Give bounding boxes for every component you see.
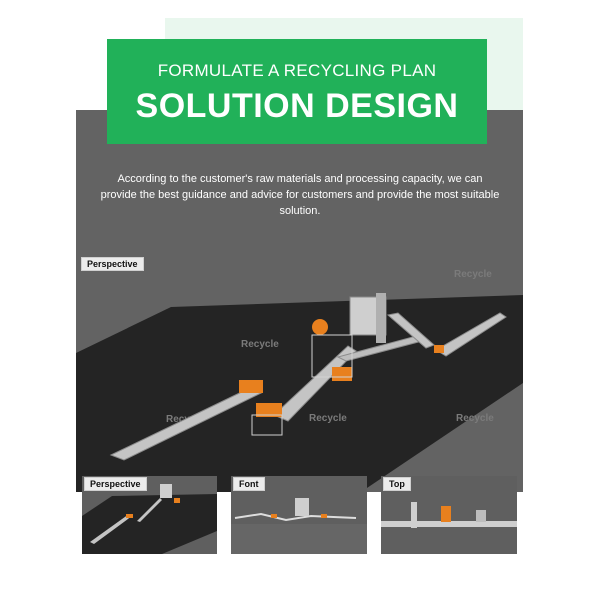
front-thumb-render [231,498,367,554]
watermark: Recycle [456,413,494,424]
thumb-top[interactable]: Top [381,476,517,554]
description-text: According to the customer's raw material… [100,173,500,217]
banner-title: SOLUTION DESIGN [135,87,459,125]
perspective-render: Recycle Recycle Recycle Recycle Recycle [76,269,523,492]
top-thumb-render [381,502,517,528]
view-label-perspective-thumb: Perspective [84,477,147,491]
view-label-top-thumb: Top [383,477,411,491]
view-label-front-thumb: Font [233,477,265,491]
watermark: Recycle [454,269,492,280]
motor [434,345,444,353]
banner-subtitle: FORMULATE A RECYCLING PLAN [157,61,437,80]
watermark: Recycle [309,413,347,424]
thumb-perspective[interactable]: Perspective [82,476,217,554]
mid-conveyor [273,345,357,422]
watermark: Recycle [241,339,279,350]
thumb-front[interactable]: Font [231,476,367,554]
separator [332,367,352,381]
cyclone [312,319,328,335]
shredder [239,380,263,393]
perspective-thumb-render [82,484,217,554]
view-label-perspective: Perspective [81,257,144,271]
outfeed-conveyor [435,312,507,357]
title-banner: FORMULATE A RECYCLING PLAN SOLUTION DESI… [107,39,487,144]
crusher [256,403,282,417]
